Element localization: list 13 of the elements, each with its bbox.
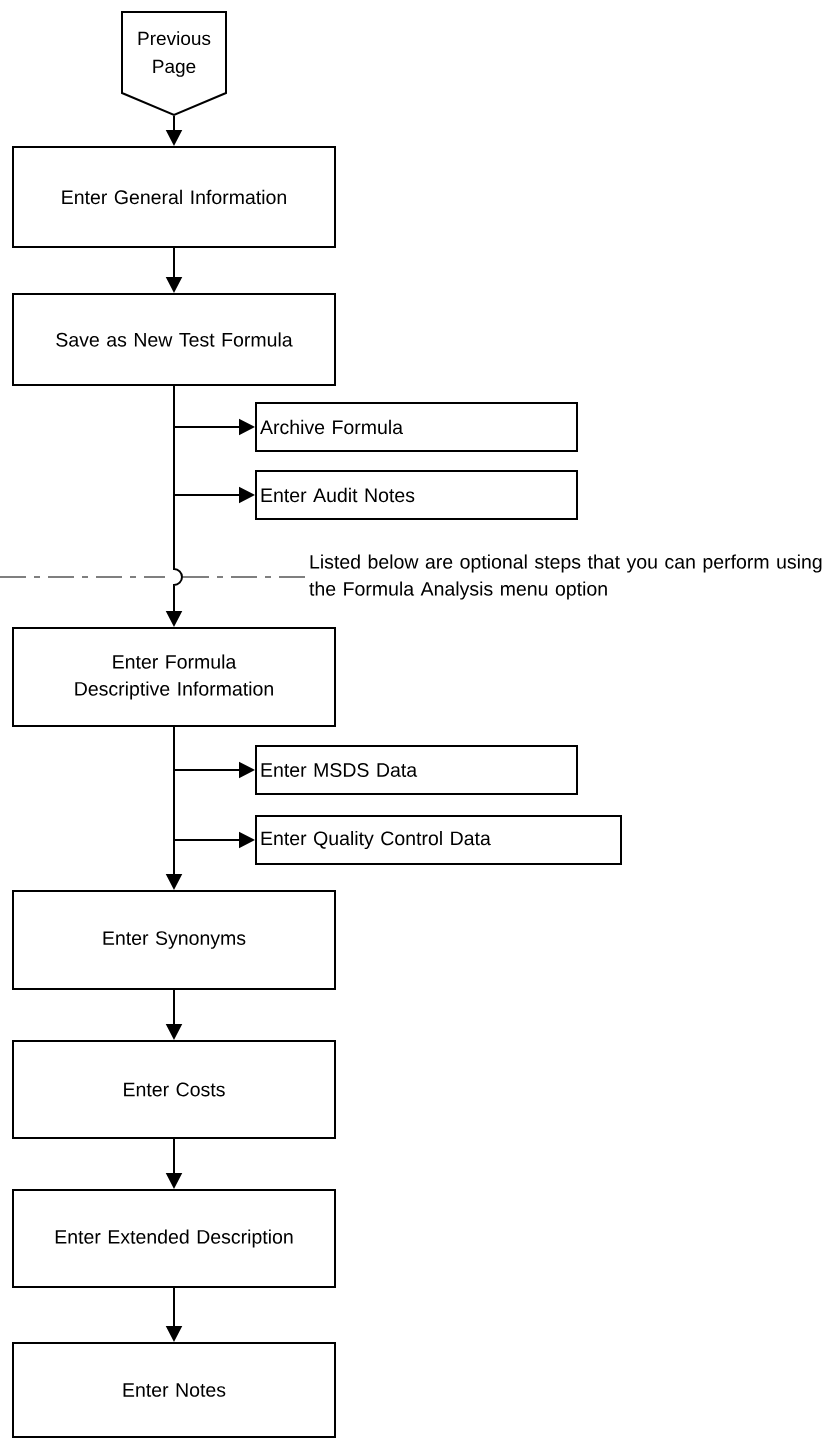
note-text: Listed below are optional steps that you can perform using the Formula Analysis menu option [309,554,822,600]
process-box: Archive Formula [255,402,578,452]
process-box: Enter Notes [12,1342,336,1438]
process-box: Enter Quality Control Data [255,815,622,865]
process-box: Enter Costs [12,1040,336,1139]
process-box: Save as New Test Formula [12,293,336,386]
process-box: Enter MSDS Data [255,745,578,795]
process-box: Enter Synonyms [12,890,336,990]
process-box: Enter Extended Description [12,1189,336,1288]
off-page-connector: Previous Page [121,11,227,117]
process-box: Enter General Information [12,146,336,248]
process-box: Enter Audit Notes [255,470,578,520]
process-box: Enter Formula Descriptive Information [12,627,336,727]
